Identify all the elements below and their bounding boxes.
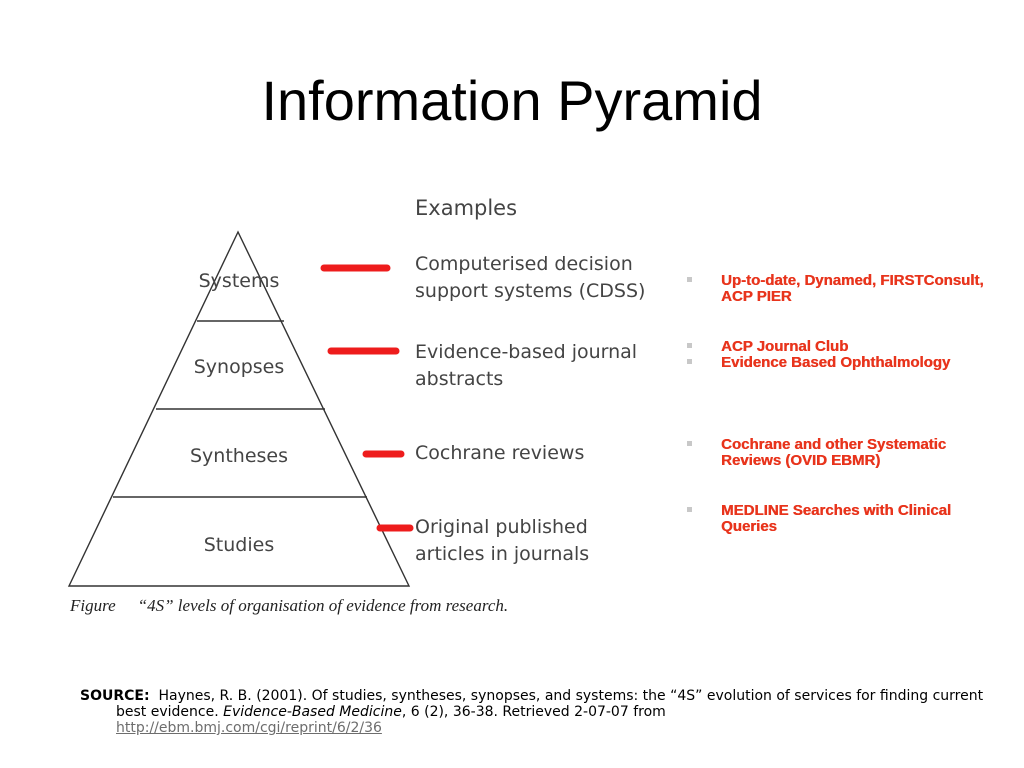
resource-item: MEDLINE Searches with Clinical Queries: [686, 503, 1006, 535]
source-journal: Evidence-Based Medicine: [223, 704, 402, 720]
figure-caption: Figure “4S” levels of organisation of evi…: [70, 596, 508, 616]
resource-list-studies: MEDLINE Searches with Clinical Queries: [686, 503, 1006, 535]
resource-item: Evidence Based Ophthalmology: [686, 355, 1006, 371]
source-citation: SOURCE: Haynes, R. B. (2001). Of studies…: [80, 688, 996, 736]
pyramid-level-studies: Studies: [204, 534, 274, 556]
figure-caption-label: Figure: [70, 596, 116, 615]
examples-header: Examples: [415, 196, 518, 220]
resource-item: ACP Journal Club: [686, 339, 1006, 355]
pyramid-level-systems: Systems: [199, 270, 280, 292]
example-studies: Original published articles in journals: [415, 516, 590, 565]
resource-item: Up-to-date, Dynamed, FIRSTConsult, ACP P…: [686, 273, 1006, 305]
pyramid-level-syntheses: Syntheses: [190, 445, 288, 467]
resource-item: Cochrane and other Systematic Reviews (O…: [686, 437, 1006, 469]
source-citation-text: Haynes, R. B. (2001). Of studies, synthe…: [116, 688, 984, 720]
source-label: SOURCE:: [80, 688, 150, 704]
example-synopses: Evidence-based journal abstracts: [415, 341, 638, 390]
source-link[interactable]: http://ebm.bmj.com/cgi/reprint/6/2/36: [116, 720, 382, 736]
resource-list-systems: Up-to-date, Dynamed, FIRSTConsult, ACP P…: [686, 273, 1006, 305]
pyramid-level-synopses: Synopses: [194, 356, 285, 378]
source-details: , 6 (2), 36-38. Retrieved 2-07-07 from: [401, 704, 666, 720]
resource-list-synopses: ACP Journal Club Evidence Based Ophthalm…: [686, 339, 1006, 371]
slide-title: Information Pyramid: [261, 69, 763, 132]
example-systems: Computerised decision support systems (C…: [415, 253, 646, 302]
resource-list-syntheses: Cochrane and other Systematic Reviews (O…: [686, 437, 1006, 469]
figure-caption-text: “4S” levels of organisation of evidence …: [137, 596, 509, 615]
example-syntheses: Cochrane reviews: [415, 442, 585, 464]
